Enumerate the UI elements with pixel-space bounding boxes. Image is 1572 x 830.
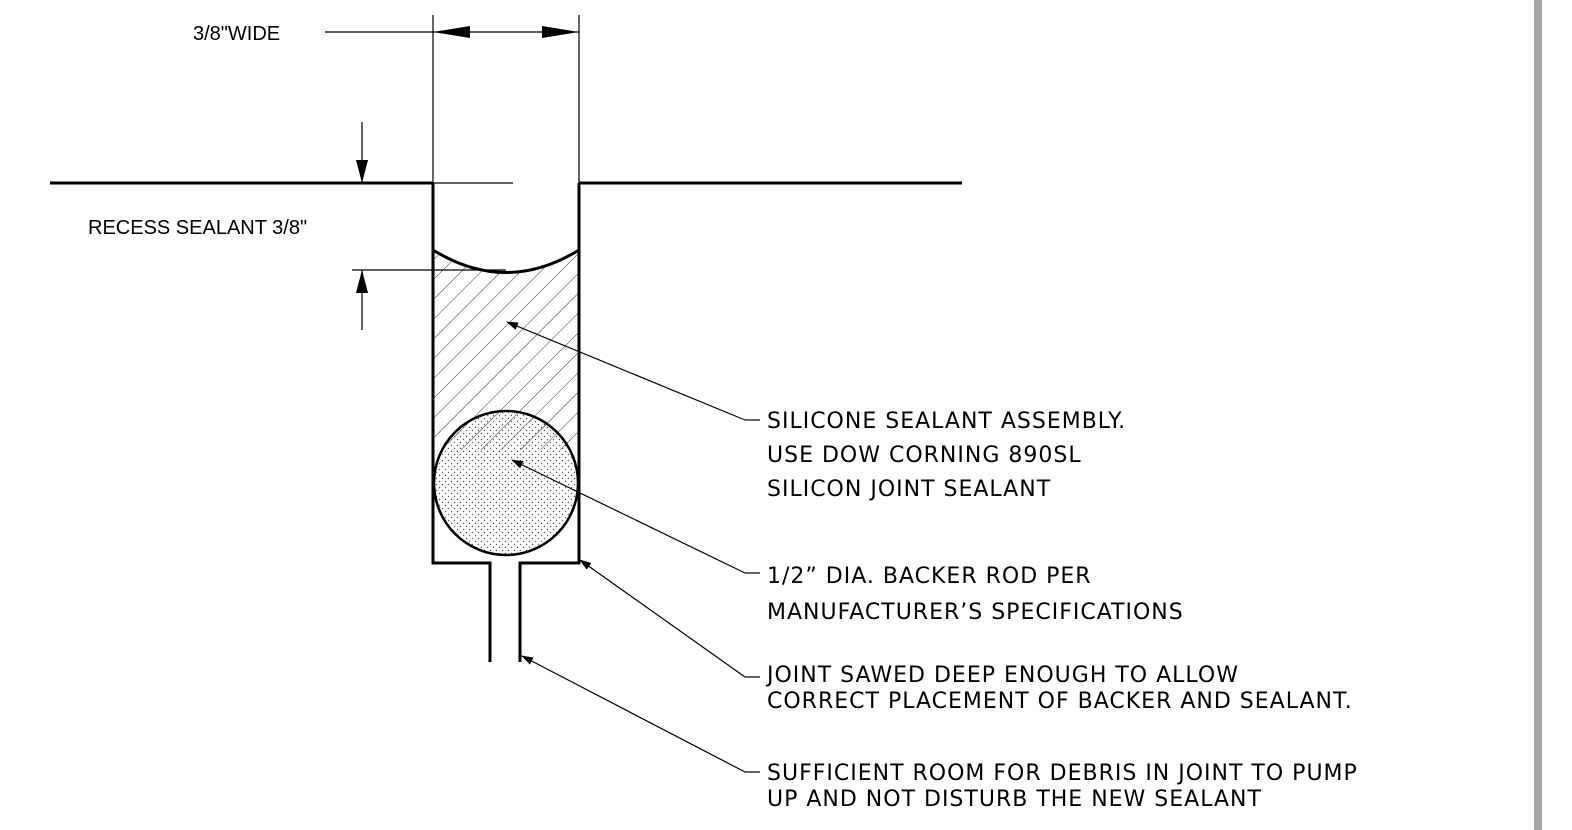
callout-text-line: MANUFACTURER’S SPECIFICATIONS <box>767 600 1184 625</box>
callout-text-line: USE DOW CORNING 890SL <box>767 443 1082 468</box>
callout-joint-sawed: JOINT SAWED DEEP ENOUGH TO ALLOW CORRECT… <box>765 663 1353 714</box>
width-dimension-label: 3/8"WIDE <box>193 23 280 45</box>
leader-lines <box>506 321 760 773</box>
callout-text-line: SILICON JOINT SEALANT <box>767 477 1051 502</box>
callout-text-line: SILICONE SEALANT ASSEMBLY. <box>767 409 1126 434</box>
callout-debris-room: SUFFICIENT ROOM FOR DEBRIS IN JOINT TO P… <box>767 761 1358 812</box>
callout-text-line: CORRECT PLACEMENT OF BACKER AND SEALANT. <box>767 689 1353 714</box>
backer-rod <box>432 409 580 557</box>
callout-text-line: SUFFICIENT ROOM FOR DEBRIS IN JOINT TO P… <box>767 761 1358 786</box>
callout-backer-rod: 1/2” DIA. BACKER ROD PER MANUFACTURER’S … <box>767 564 1184 625</box>
joint-walls <box>431 183 581 662</box>
callout-text-line: UP AND NOT DISTURB THE NEW SEALANT <box>767 787 1262 812</box>
callout-text-line: 1/2” DIA. BACKER ROD PER <box>767 564 1092 589</box>
frame-border-bar <box>1534 0 1542 830</box>
callout-sealant-assembly: SILICONE SEALANT ASSEMBLY. USE DOW CORNI… <box>767 409 1126 502</box>
recess-dimension-label: RECESS SEALANT 3/8" <box>88 217 307 239</box>
callout-text-line: JOINT SAWED DEEP ENOUGH TO ALLOW <box>765 663 1239 688</box>
width-dimension: 3/8"WIDE <box>193 15 580 183</box>
